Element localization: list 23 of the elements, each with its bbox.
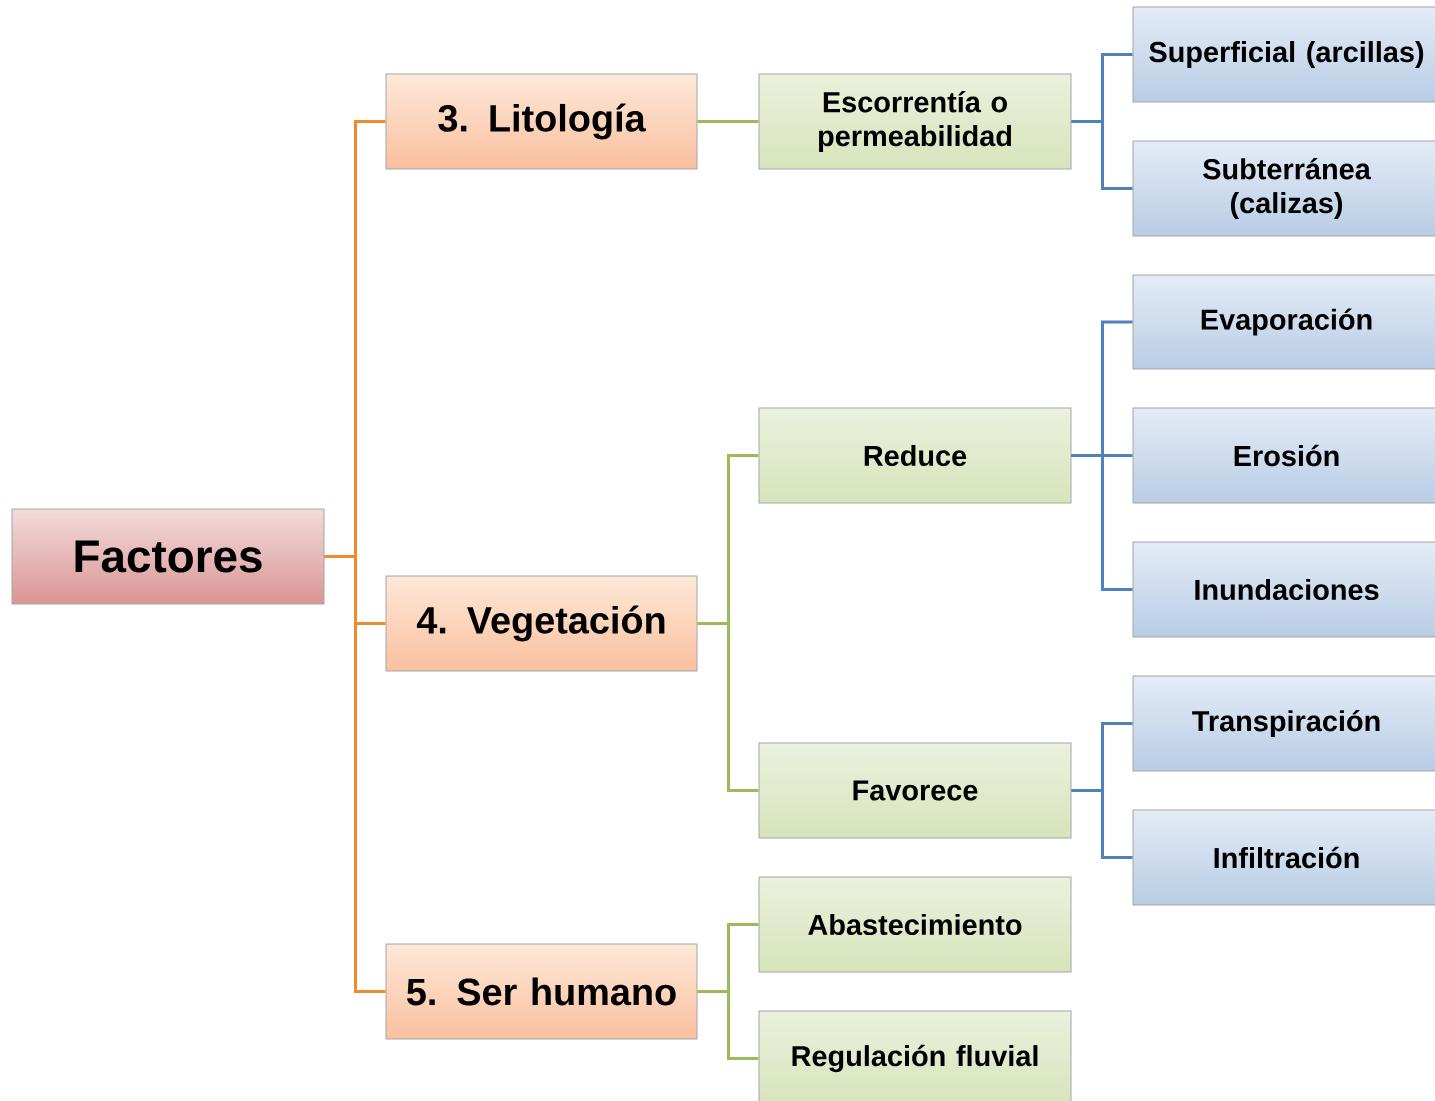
connector-line (697, 990, 759, 1060)
concept-box: Regulación fluvial (758, 1010, 1072, 1101)
connector-line (324, 555, 386, 993)
concept-box: Reduce (758, 407, 1072, 504)
concept-box: Superficial (arcillas) (1132, 6, 1435, 103)
concept-box: Infiltración (1132, 809, 1435, 906)
connector-line (697, 622, 759, 792)
concept-box: Inundaciones (1132, 541, 1435, 638)
concept-box: 4. Vegetación (385, 575, 698, 672)
concept-box: 5. Ser humano (385, 943, 698, 1040)
concept-box: Factores (11, 508, 325, 605)
concept-box: Transpiración (1132, 675, 1435, 772)
concept-box: Favorece (758, 742, 1072, 839)
connector-line (1071, 454, 1133, 591)
connector-line (1071, 789, 1133, 859)
concept-box: Evaporación (1132, 274, 1435, 370)
concept-box: Erosión (1132, 407, 1435, 504)
concept-box: 3. Litología (385, 73, 698, 170)
connector-line (1071, 120, 1133, 190)
concept-box: Escorrentía o permeabilidad (758, 73, 1072, 170)
connector-line (697, 120, 759, 123)
concept-box: Subterránea (calizas) (1132, 140, 1435, 237)
concept-box: Abastecimiento (758, 876, 1072, 973)
